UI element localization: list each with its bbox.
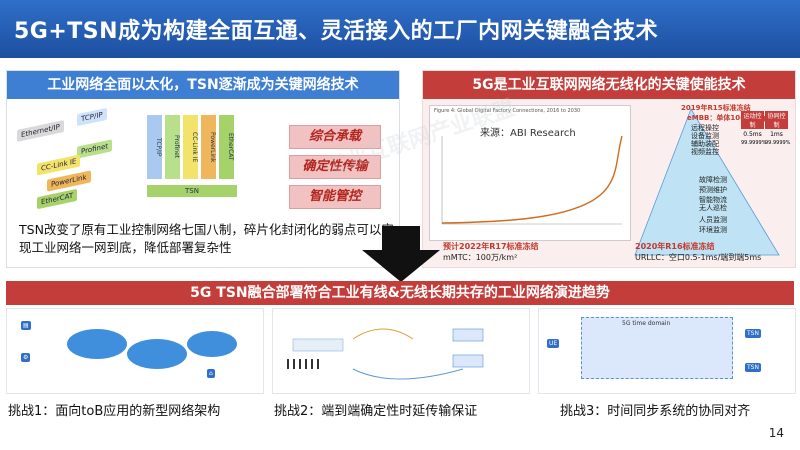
app-remote-control: 远程操控 [691, 124, 719, 132]
latency-coop: 1ms [770, 131, 783, 138]
protocol-tcpip: TCP/IP [77, 107, 107, 127]
growth-chart: Figure 4: Global Digital Factory Connect… [429, 105, 631, 241]
caption-challenge-3: 挑战3：时间同步系统的协同对齐 [560, 404, 751, 419]
reliability-coop: 99.9999% [765, 140, 791, 146]
app-assisted-assembly: 辅助装配 [691, 140, 719, 148]
note-right-title: 2020年R16标准冻结 [635, 242, 715, 251]
note-left-title: 预计2022年R17标准冻结 [443, 242, 539, 251]
tower-icon: ⌂ [207, 369, 215, 378]
column-profinet: Profinet [165, 115, 180, 179]
left-panel-heading: 工业网络全面以太化，TSN逐渐成为关键网络技术 [7, 71, 399, 99]
protocol-powerlink: PowerLink [47, 170, 91, 192]
right-panel-heading: 5G是工业互联网网络无线化的关键使能技术 [423, 71, 795, 99]
app-environment-monitor: 环境监测 [699, 226, 727, 234]
caption-challenge-2: 挑战2：端到端确定性时延传输保证 [274, 404, 478, 419]
protocol-ethernetip: Ethernet/IP [17, 120, 64, 142]
embb-label: eMBB：单体10-20Gbps [687, 114, 773, 122]
column-cclink: CC-Link IE [183, 115, 198, 179]
header-coop-control: 协同控制 [765, 111, 788, 129]
chart-caption: Figure 4: Global Digital Factory Connect… [434, 108, 581, 114]
column-powerlink: PowerLink [201, 115, 216, 179]
column-tcpip: TCP/IP [147, 115, 162, 179]
time-domain-box: 5G time domain [581, 317, 733, 379]
reliability-motion: 99.9999% [741, 140, 767, 146]
app-fault-detect: 故障检测 [699, 176, 727, 184]
tsn-domain-node: TSN [745, 363, 761, 372]
down-arrow-icon [362, 226, 440, 282]
left-panel: 工业网络全面以太化，TSN逐渐成为关键网络技术 TCP/IP Ethernet/… [6, 70, 400, 268]
5g-triangle: 2019年R15标准冻结 eMBB：单体10-20Gbps 远程操控 设备监测 … [629, 104, 791, 265]
diagram-network-architecture: ▤ ⚙ ⌂ [6, 308, 264, 394]
protocol-profinet: Profinet [77, 139, 113, 159]
note-left-text: mMTC：100万/km² [443, 253, 518, 262]
right-panel: 5G是工业互联网网络无线化的关键使能技术 Figure 4: Global Di… [422, 70, 796, 268]
cloud-icon [67, 329, 127, 359]
tsn-bar: TSN [147, 185, 237, 197]
note-left: 预计2022年R17标准冻结 mMTC：100万/km² [443, 241, 539, 263]
feature-deterministic: 确定性传输 [289, 155, 381, 179]
caption-challenge-1: 挑战1：面向toB应用的新型网络架构 [8, 404, 221, 419]
tsn-domain-node: TSN [745, 329, 761, 338]
diagram-time-sync: 5G time domain UE TSN TSN [538, 308, 796, 394]
app-device-monitor: 设备监测 [691, 132, 719, 140]
note-right-text: URLLC：空口0.5-1ms/端到端5ms [635, 253, 762, 262]
page-number: 14 [768, 426, 784, 440]
time-domain-label: 5G time domain [622, 320, 671, 327]
note-right: 2020年R16标准冻结 URLLC：空口0.5-1ms/端到端5ms [635, 241, 761, 263]
feature-integrated-bearer: 综合承载 [289, 125, 381, 149]
tsn-layer-graphic: TCP/IP Profinet CC-Link IE PowerLink Eth… [147, 115, 267, 215]
app-personnel-monitor: 人员监测 [699, 216, 727, 224]
title-bar: 5G+TSN成为构建全面互通、灵活接入的工厂内网关键融合技术 [0, 0, 800, 58]
server-icon: ▤ [21, 321, 31, 330]
app-predictive-maint: 预测维护 [699, 186, 727, 194]
app-unmanned-inspect: 无人巡检 [699, 204, 727, 212]
column-ethercat: EtherCAT [219, 115, 234, 179]
metrics-table: 运动控制 协同控制 0.5ms 1ms 99.9999% 99.9999% [741, 111, 791, 146]
device-node: UE [547, 339, 560, 348]
bottom-heading: 5G TSN融合部署符合工业有线&无线长期共存的工业网络演进趋势 [6, 281, 794, 305]
protocol-cclink: CC-Link IE [37, 154, 81, 176]
chart-source: 来源：ABI Research [480, 128, 576, 139]
left-description: TSN改变了原有工业控制网络七国八制，碎片化封闭化的弱点可以实现工业网络一网到底… [19, 222, 394, 255]
header-motion-control: 运动控制 [741, 111, 764, 129]
cloud-icon [187, 331, 237, 357]
growth-curve [441, 135, 623, 225]
cloud-icon [127, 339, 187, 369]
app-video-monitor: 视频监控 [691, 148, 719, 156]
robot-icon: ⚙ [21, 353, 31, 362]
latency-motion: 0.5ms [743, 131, 762, 138]
slide-title: 5G+TSN成为构建全面互通、灵活接入的工厂内网关键融合技术 [14, 19, 659, 44]
app-smart-logistics: 智能物流 [699, 196, 727, 204]
standard-2019: 2019年R15标准冻结 [681, 104, 751, 112]
feature-smart-control: 智能管控 [289, 185, 381, 209]
protocol-ethercat: EtherCAT [37, 188, 78, 210]
diagram-deterministic-latency [272, 308, 530, 394]
